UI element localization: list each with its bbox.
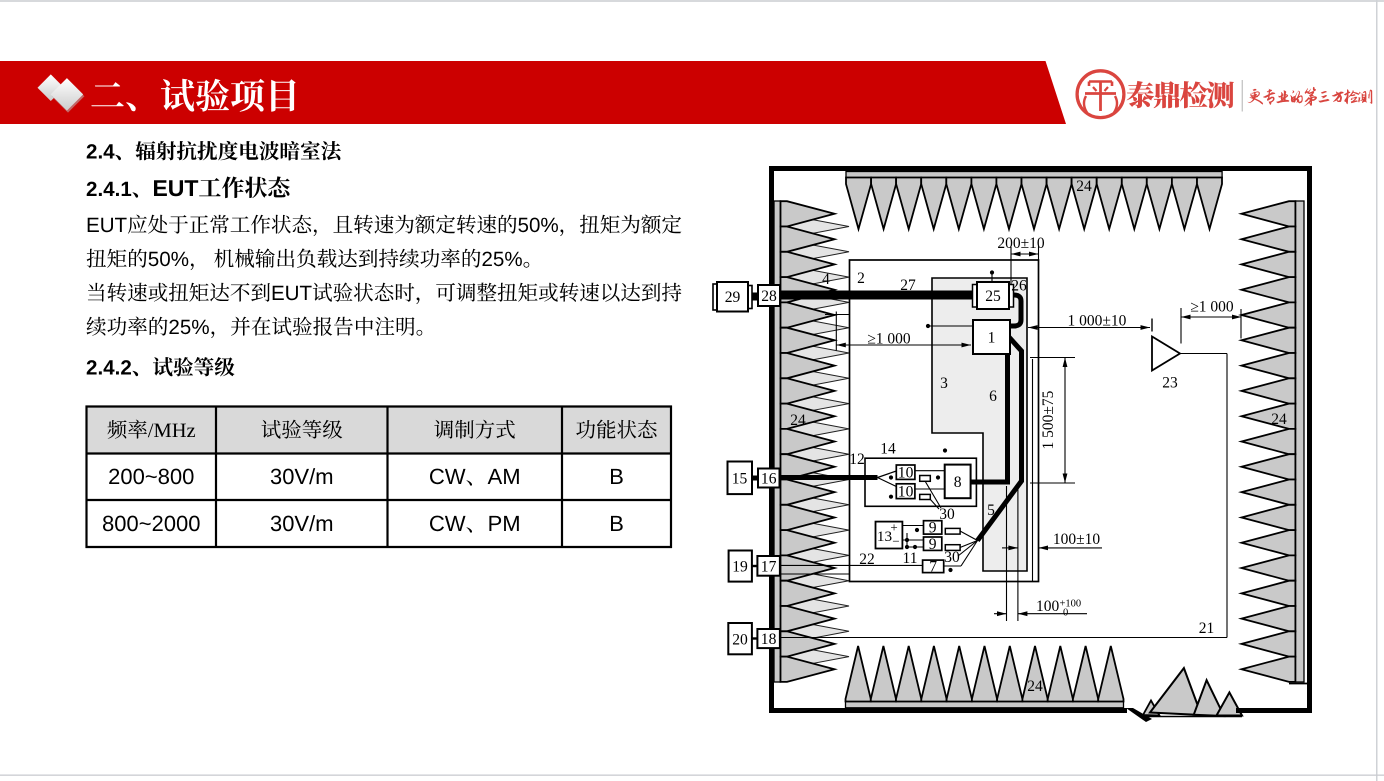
svg-text:20: 20 xyxy=(732,632,748,649)
svg-text:−: − xyxy=(892,534,899,549)
svg-text:100: 100 xyxy=(1036,598,1060,615)
svg-text:30: 30 xyxy=(944,549,960,566)
svg-text:4: 4 xyxy=(822,271,830,288)
svg-text:3: 3 xyxy=(940,375,948,392)
svg-text:24: 24 xyxy=(1271,411,1287,428)
svg-text:2: 2 xyxy=(857,270,865,287)
svg-text:19: 19 xyxy=(732,559,748,576)
svg-text:9: 9 xyxy=(929,520,937,537)
svg-text:200±10: 200±10 xyxy=(997,235,1045,252)
svg-text:8: 8 xyxy=(954,474,962,491)
svg-text:5: 5 xyxy=(987,502,995,519)
svg-text:6: 6 xyxy=(989,388,997,405)
svg-text:11: 11 xyxy=(903,550,918,567)
svg-text:+100: +100 xyxy=(1060,599,1082,610)
svg-text:17: 17 xyxy=(761,559,777,576)
svg-text:9: 9 xyxy=(929,536,937,553)
svg-text:14: 14 xyxy=(880,441,896,458)
svg-text:10: 10 xyxy=(898,465,914,482)
svg-text:23: 23 xyxy=(1162,375,1178,392)
svg-text:≥1 000: ≥1 000 xyxy=(1190,299,1234,316)
svg-text:10: 10 xyxy=(898,484,914,501)
svg-text:24: 24 xyxy=(1076,178,1092,195)
svg-text:0: 0 xyxy=(1063,608,1068,619)
svg-text:1 000±10: 1 000±10 xyxy=(1068,313,1127,330)
svg-text:27: 27 xyxy=(900,277,916,294)
svg-text:21: 21 xyxy=(1199,620,1215,637)
svg-text:29: 29 xyxy=(725,289,741,306)
svg-text:24: 24 xyxy=(1027,678,1043,695)
svg-text:18: 18 xyxy=(761,631,777,648)
svg-text:+: + xyxy=(890,520,897,535)
svg-text:25: 25 xyxy=(985,288,1001,305)
svg-text:13: 13 xyxy=(877,528,892,545)
svg-text:7: 7 xyxy=(929,559,937,576)
svg-text:30: 30 xyxy=(939,506,955,523)
svg-text:12: 12 xyxy=(849,451,865,468)
svg-text:1: 1 xyxy=(988,330,996,347)
svg-text:16: 16 xyxy=(761,471,777,488)
svg-text:24: 24 xyxy=(790,412,806,429)
svg-text:≥1 000: ≥1 000 xyxy=(867,331,911,348)
svg-text:22: 22 xyxy=(859,551,875,568)
svg-text:1 500±75: 1 500±75 xyxy=(1040,390,1057,449)
svg-text:28: 28 xyxy=(761,288,777,305)
svg-text:15: 15 xyxy=(732,471,748,488)
svg-text:26: 26 xyxy=(1011,278,1027,295)
svg-text:100±10: 100±10 xyxy=(1053,531,1101,548)
